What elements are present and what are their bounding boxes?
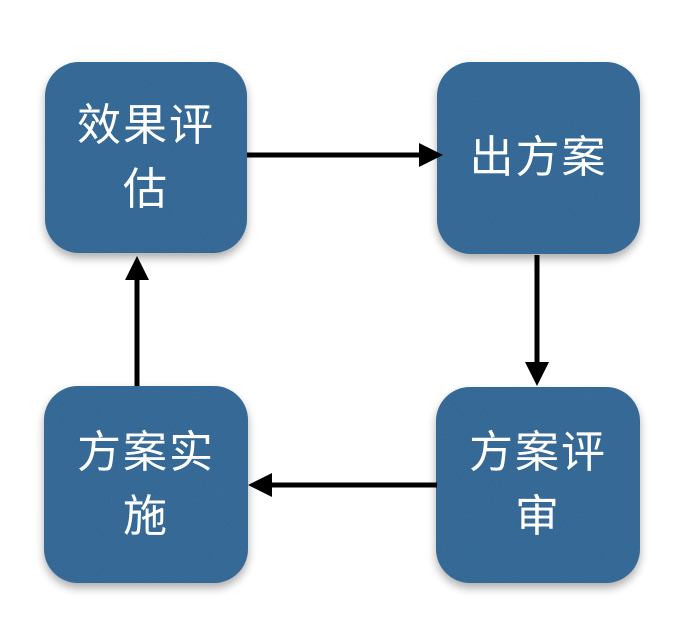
flow-node-produce-plan[interactable]: 出方案 [437, 62, 640, 254]
arrow-effect-evaluation-to-produce-plan [247, 143, 443, 167]
arrow-plan-implementation-to-effect-evaluation [125, 256, 149, 386]
arrow-plan-review-to-plan-implementation [248, 473, 437, 497]
node-label-effect-evaluation: 效果评估 [77, 100, 215, 214]
flow-node-plan-review[interactable]: 方案评审 [436, 387, 640, 583]
node-label-plan-review: 方案评审 [469, 428, 607, 541]
node-label-produce-plan: 出方案 [469, 133, 608, 182]
arrow-produce-plan-to-plan-review [525, 255, 549, 386]
flow-node-plan-implementation[interactable]: 方案实施 [44, 386, 248, 583]
node-label-plan-implementation: 方案实施 [77, 427, 215, 541]
flow-node-effect-evaluation[interactable]: 效果评估 [45, 62, 247, 253]
